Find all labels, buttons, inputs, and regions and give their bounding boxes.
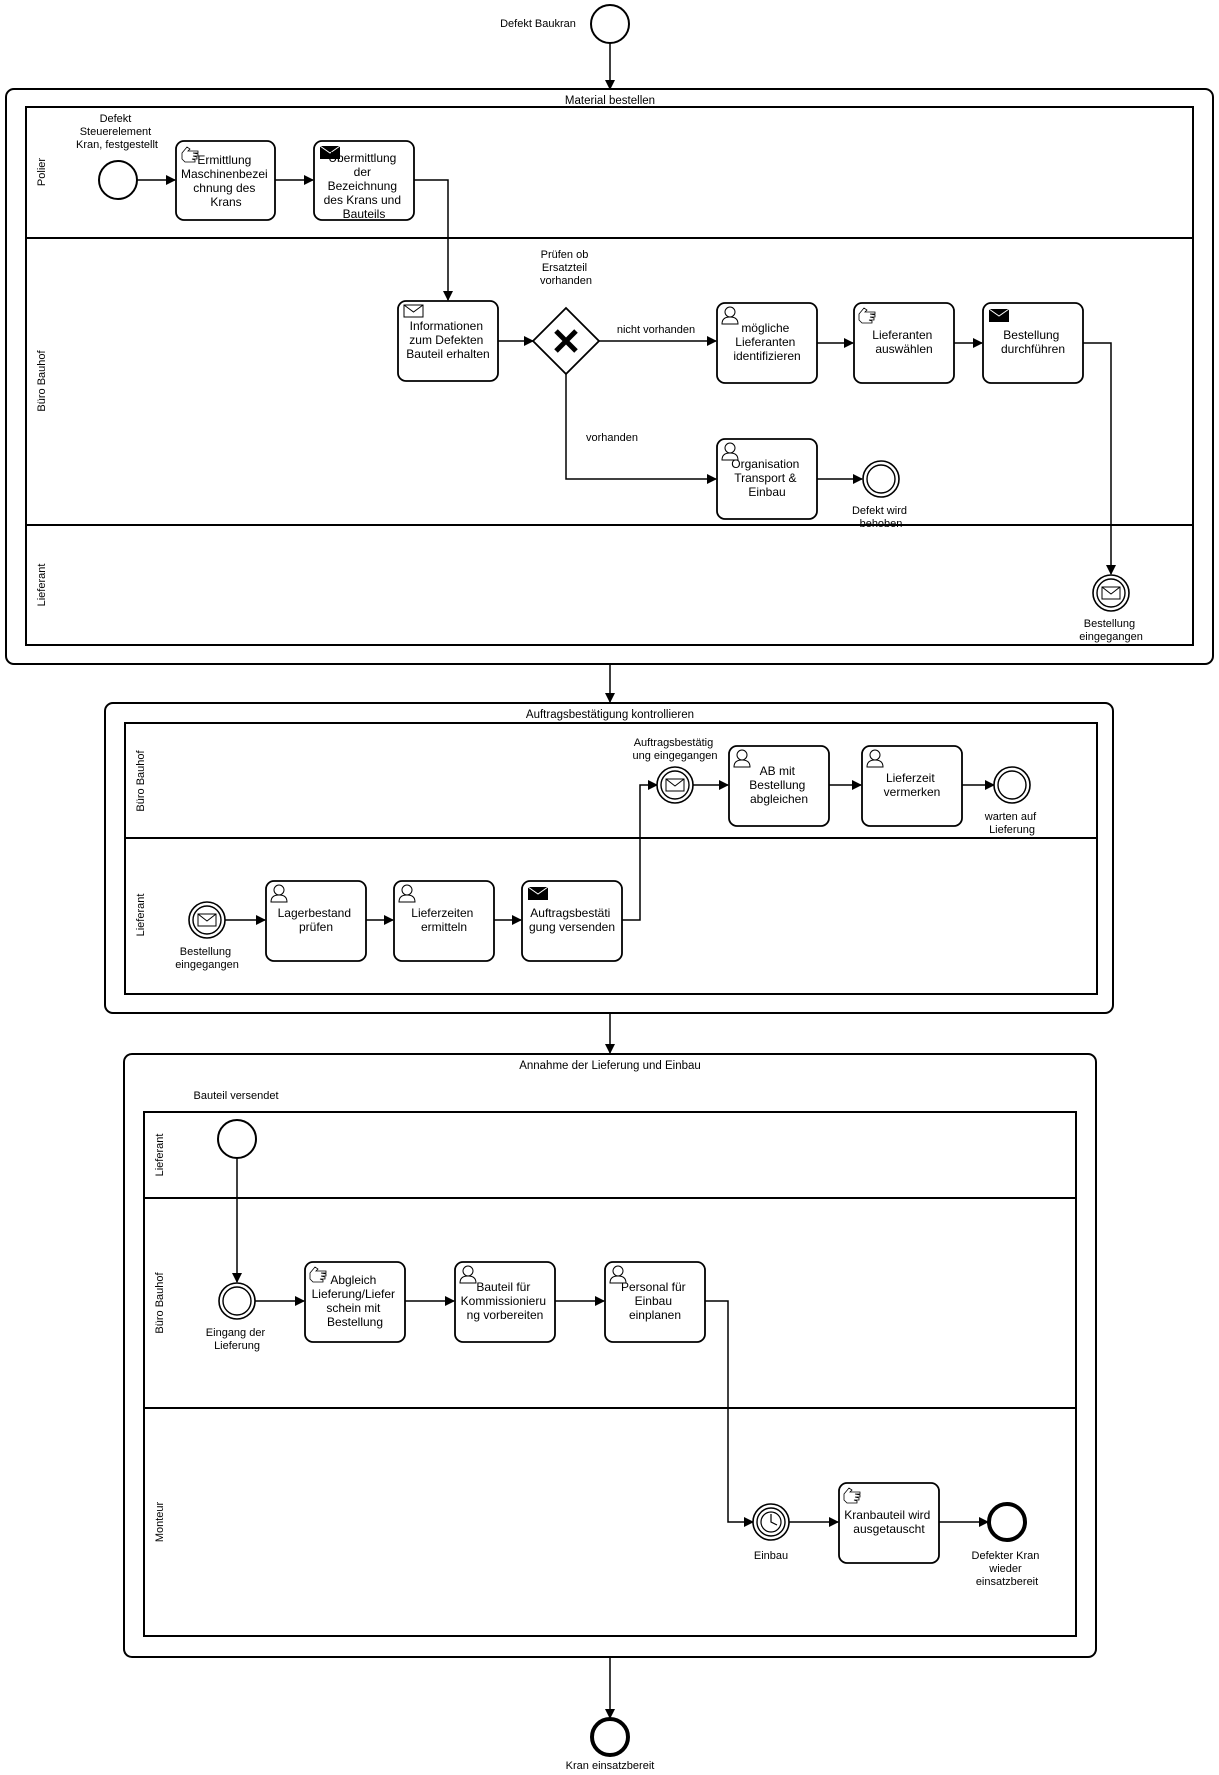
svg-text:Lieferzeiten ermitteln: Lieferzeiten ermitteln xyxy=(411,906,476,934)
svg-text:Bestellung durchführen: Bestellung durchführen xyxy=(1001,328,1065,356)
send-icon xyxy=(319,145,341,159)
manual-icon xyxy=(858,307,876,324)
bestellung-eingegangen-label: Bestellung eingegangen xyxy=(1079,618,1143,643)
ab-eingegangen-event xyxy=(656,766,694,804)
svg-text:Kranbauteil wird ausgeta: Kranbauteil wird ausgetauscht xyxy=(844,1508,933,1536)
flow-vorhanden xyxy=(565,374,717,484)
einbau-timer-event xyxy=(752,1503,790,1541)
flow xyxy=(1083,342,1116,575)
svg-text:mögliche Lieferanten: mögliche Lieferanten identifizieren xyxy=(733,321,800,363)
svg-text:Ermittlung Maschinenbeze: Ermittlung Maschinenbezei chnung des Kra… xyxy=(181,153,271,209)
bestellung-eingegangen-label: Bestellung eingegangen xyxy=(175,946,239,971)
ab-eingegangen-label: Auftragsbestätig ung eingegangen xyxy=(632,737,717,762)
einbau-label: Einbau xyxy=(754,1550,788,1562)
task-bestellung-durchfuehren: Bestellung durchführen xyxy=(982,302,1084,384)
task-lieferanten-identifizieren: mögliche Lieferanten identifizieren xyxy=(716,302,818,384)
task-lieferanten-auswaehlen: Lieferanten auswählen xyxy=(853,302,955,384)
warten-lieferung-label: warten auf Lieferung xyxy=(984,811,1039,836)
manual-icon xyxy=(843,1487,861,1504)
pool-annahme-lieferung: Annahme der Lieferung und Einbau xyxy=(123,1053,1097,1658)
user-icon xyxy=(733,749,751,768)
manual-icon xyxy=(181,146,199,163)
svg-text:Übermittlung der B: Übermittlung der Bezeichnung des Krans u… xyxy=(324,151,405,221)
lane-border xyxy=(840,524,930,526)
gateway-label: Prüfen ob Ersatzteil vorhanden xyxy=(540,249,592,287)
user-icon xyxy=(270,884,288,903)
task-kranbauteil: Kranbauteil wird ausgetauscht xyxy=(838,1482,940,1564)
flow xyxy=(414,179,453,301)
svg-text:Bauteil für Kommissionie: Bauteil für Kommissionieru ng vorbereite… xyxy=(461,1280,550,1322)
user-icon xyxy=(721,442,739,461)
user-icon xyxy=(721,306,739,325)
bestellung-eingegangen-event xyxy=(188,901,226,939)
process-start-label: Defekt Baukran xyxy=(500,18,576,30)
kran-wieder-label: Defekter Kran wieder einsatzbereit xyxy=(972,1550,1043,1588)
defekt-start-event xyxy=(98,160,138,200)
task-ermittlung: Ermittlung Maschinenbezei chnung des Kra… xyxy=(175,140,276,221)
bestellung-eingegangen-event xyxy=(1092,574,1130,612)
pool-material-bestellen: Material bestellen xyxy=(5,88,1214,665)
clock-icon xyxy=(760,1511,782,1533)
lane-label-polier: Polier xyxy=(36,158,48,186)
task-ab-abgleichen: AB mit Bestellung abgleichen xyxy=(728,745,830,827)
eingang-lieferung-label: Eingang der Lieferung xyxy=(206,1327,268,1352)
task-lagerbestand: Lagerbestand prüfen xyxy=(265,880,367,962)
manual-icon xyxy=(309,1266,327,1283)
svg-text:AB mit Bestellung: AB mit Bestellung abgleichen xyxy=(749,764,808,806)
task-kommissionierung: Bauteil für Kommissionieru ng vorbereite… xyxy=(454,1261,556,1343)
process-start-event xyxy=(590,4,630,44)
lane-label-lieferant: Lieferant xyxy=(36,564,48,607)
lane-label-buero-bauhof: Büro Bauhof xyxy=(135,749,147,811)
task-informationen: Informationen zum Defekten Bauteil erhal… xyxy=(397,300,499,382)
flow-label-vorhanden: vorhanden xyxy=(586,432,638,444)
user-icon xyxy=(398,884,416,903)
task-organisation: Organisation Transport & Einbau xyxy=(716,438,818,520)
kran-wieder-end-event xyxy=(987,1502,1027,1542)
svg-text:Personal für Einbau: Personal für Einbau einplanen xyxy=(621,1280,689,1322)
svg-text:Lieferzeit vermerken: Lieferzeit vermerken xyxy=(884,771,941,799)
task-lieferzeiten: Lieferzeiten ermitteln xyxy=(393,880,495,962)
user-icon xyxy=(609,1265,627,1284)
warten-lieferung-event xyxy=(993,766,1031,804)
svg-text:Lieferanten auswählen: Lieferanten auswählen xyxy=(872,328,935,356)
receive-icon xyxy=(403,304,424,318)
svg-text:Informationen zum Defekt: Informationen zum Defekten Bauteil erhal… xyxy=(406,319,489,361)
svg-text:Organisation Transport &: Organisation Transport & Einbau xyxy=(731,457,802,499)
pool-title: Auftragsbestätigung kontrollieren xyxy=(526,709,694,721)
flow xyxy=(705,1300,754,1527)
pool-title: Annahme der Lieferung und Einbau xyxy=(519,1060,701,1072)
lane-label-monteur: Monteur xyxy=(154,1501,166,1542)
flow-label-nicht-vorhanden: nicht vorhanden xyxy=(617,324,695,336)
defekt-behoben-label: Defekt wird behoben xyxy=(852,505,910,530)
task-abgleich: Abgleich Lieferung/Liefer schein mit Bes… xyxy=(304,1261,406,1343)
bauteil-versendet-label: Bauteil versendet xyxy=(194,1090,279,1102)
pool-title: Material bestellen xyxy=(565,95,655,107)
pool-auftragsbestaetigung: Auftragsbestätigung kontrollieren xyxy=(104,702,1114,1014)
task-personal: Personal für Einbau einplanen xyxy=(604,1261,706,1343)
lane-label-buero-bauhof: Büro Bauhof xyxy=(154,1271,166,1333)
send-icon xyxy=(527,886,549,900)
svg-text:Auftragsbestäti gung ver: Auftragsbestäti gung versenden xyxy=(529,906,615,934)
bauteil-versendet-event xyxy=(217,1119,257,1159)
user-icon xyxy=(459,1265,477,1284)
process-end-label: Kran einsatzbereit xyxy=(566,1760,655,1772)
defekt-start-label: Defekt Steuerelement Kran, festgestellt xyxy=(76,113,158,151)
lane-label-lieferant: Lieferant xyxy=(154,1134,166,1177)
svg-text:Abgleich Lieferung/Liefe: Abgleich Lieferung/Liefer schein mit Bes… xyxy=(312,1273,399,1329)
flow xyxy=(622,780,658,921)
task-ab-versenden: Auftragsbestäti gung versenden xyxy=(521,880,623,962)
user-icon xyxy=(866,749,884,768)
send-icon xyxy=(988,308,1010,322)
eingang-lieferung-event xyxy=(218,1282,256,1320)
defekt-behoben-event xyxy=(862,460,900,498)
task-uebermittlung: Übermittlung der Bezeichnung des Krans u… xyxy=(313,140,415,221)
lane-label-lieferant: Lieferant xyxy=(135,894,147,937)
svg-text:Lagerbestand prüfen: Lagerbestand prüfen xyxy=(278,906,355,934)
lane-label-buero-bauhof: Büro Bauhof xyxy=(36,349,48,411)
task-lieferzeit-vermerken: Lieferzeit vermerken xyxy=(861,745,963,827)
process-end-event xyxy=(590,1717,630,1757)
